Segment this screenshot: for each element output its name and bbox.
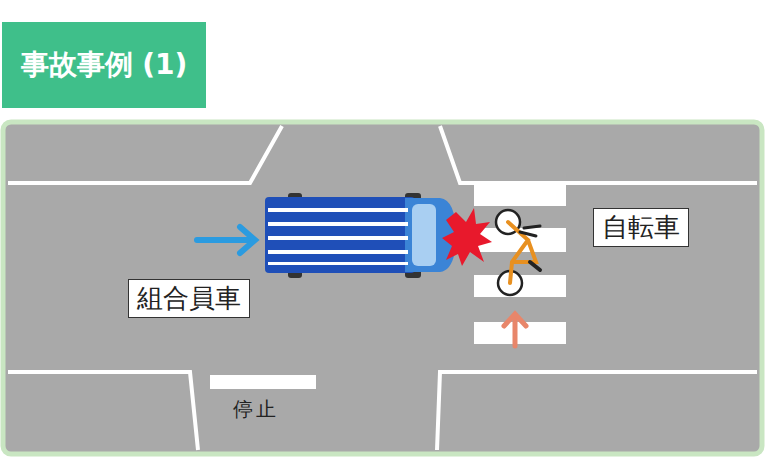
impact-burst (442, 208, 492, 266)
crosswalk (474, 184, 566, 344)
stop-line (210, 375, 316, 389)
curb-lines (8, 126, 757, 450)
label-text: 自転車 (602, 211, 680, 244)
member-car (265, 193, 456, 278)
car-direction-arrow (197, 227, 255, 253)
bicycle (496, 210, 540, 295)
bicycle-direction-arrow (504, 314, 526, 346)
label-box: 自転車 (593, 208, 689, 247)
section-title: 事故事例 (1) (2, 22, 206, 108)
road-ground (3, 122, 762, 454)
road-marking-text: 停止 (233, 397, 279, 422)
label-box: 組合員車 (128, 279, 250, 318)
label-text: 組合員車 (137, 282, 241, 315)
